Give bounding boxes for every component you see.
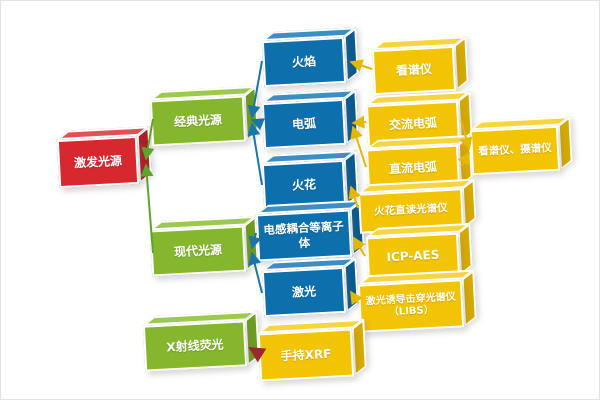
node-label: 火焰 [261,36,347,88]
box-side-face [243,85,259,142]
box-side-face [343,89,359,145]
box-side-face [343,257,359,313]
box-side-face [557,115,573,171]
node-jingdianguangyuan: 经典光源 [149,85,259,147]
node-xiandaiguangyuan: 现代光源 [149,215,259,277]
node-label: 手持XRF [257,328,355,382]
node-diangan-ouhe: 电感耦合等离子体 [255,199,365,262]
node-label: 看谱仪 [371,45,457,96]
node-label: 激光 [261,266,347,318]
node-label: 激光诱导击穿光谱仪（LIBS） [357,279,465,333]
node-label: 电感耦合等离子体 [255,209,353,262]
node-label: 看谱仪、摄谱仪 [469,125,561,176]
node-xshexianyingguang: X射线荧光 [142,310,260,372]
box-side-face [461,269,477,328]
node-huoyan: 火焰 [261,27,359,88]
box-side-face [136,126,152,184]
box-side-face [351,318,367,377]
node-label: 电弧 [261,98,347,150]
node-jifaguangyuan: 激发光源 [56,126,152,189]
box-side-face [343,27,359,83]
box-side-face [453,36,469,91]
box-side-face [457,222,473,276]
box-side-face [343,150,359,206]
box-side-face [461,178,477,229]
node-label: X射线荧光 [142,320,248,372]
node-kanpuyi: 看谱仪 [371,36,469,96]
node-kanpuyi-shepuyi: 看谱仪、摄谱仪 [469,115,573,176]
node-label: 经典光源 [149,95,247,147]
node-libs: 激光诱导击穿光谱仪（LIBS） [357,269,477,333]
node-jiguang: 激光 [261,257,359,318]
node-shouchi-xrf: 手持XRF [257,318,367,382]
node-label: 现代光源 [149,225,247,277]
node-dianhu: 电弧 [261,89,359,150]
node-label: 激发光源 [56,135,140,189]
